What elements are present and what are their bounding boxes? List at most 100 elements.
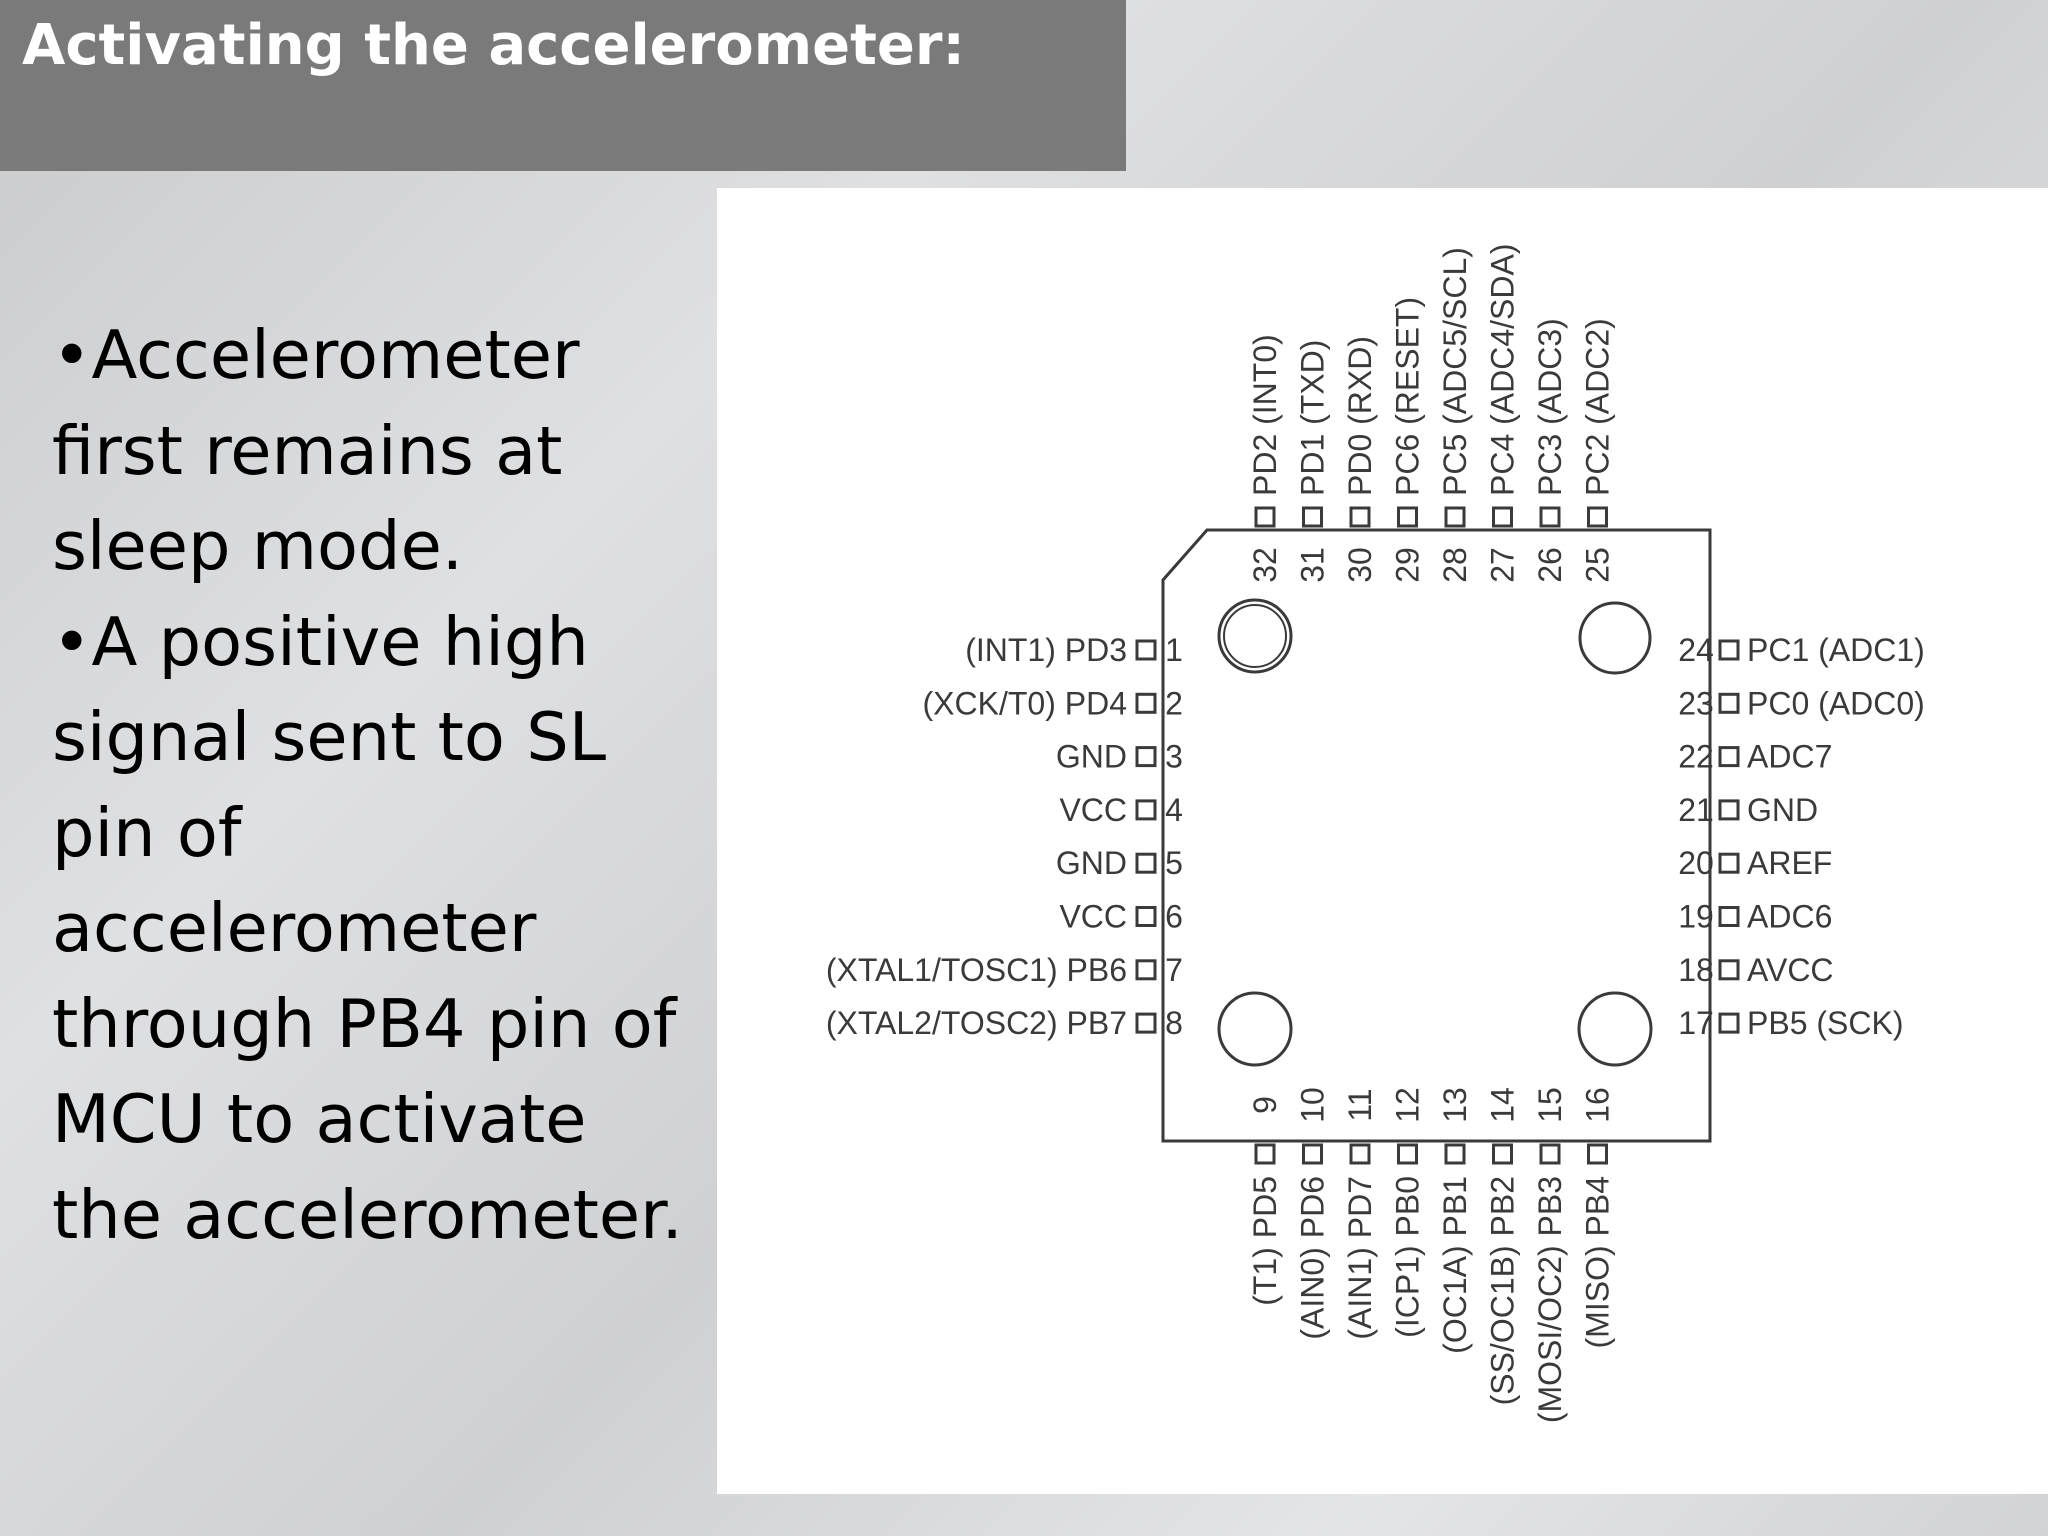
pin-number-3: 3 <box>1165 739 1183 775</box>
pin-pad-bottom-14 <box>1492 1143 1513 1165</box>
pin-pad-left-6 <box>1135 906 1157 927</box>
slide-title: Activating the accelerometer: <box>22 13 965 78</box>
pin-number-23: 23 <box>1678 685 1714 721</box>
pin-pad-left-8 <box>1135 1012 1157 1034</box>
pin-pad-left-2 <box>1135 692 1157 714</box>
chip-body <box>1161 528 1712 1143</box>
pin-number-22: 22 <box>1678 739 1714 775</box>
pin1-marker-inner-circle <box>1223 604 1287 668</box>
pin-number-9: 9 <box>1247 1096 1283 1114</box>
pin-number-21: 21 <box>1678 792 1714 828</box>
pin-label-8: (XTAL2/TOSC2) PB7 <box>826 1005 1127 1041</box>
pin-number-17: 17 <box>1678 1005 1714 1041</box>
pin-label-26: PC3 (ADC3) <box>1532 318 1568 496</box>
pin-number-7: 7 <box>1165 952 1183 988</box>
pin-number-26: 26 <box>1532 547 1568 583</box>
pin-number-31: 31 <box>1295 547 1331 583</box>
pin-pad-bottom-11 <box>1349 1143 1371 1165</box>
pin-label-11: (AIN1) PD7 <box>1342 1176 1378 1340</box>
pin-pad-top-31 <box>1302 506 1323 528</box>
pin-pad-right-22 <box>1718 746 1740 768</box>
pin-number-30: 30 <box>1342 547 1378 583</box>
pin-label-3: GND <box>1056 739 1127 775</box>
pin-number-28: 28 <box>1437 547 1473 583</box>
pin-pad-right-18 <box>1718 959 1740 981</box>
pin-label-22: ADC7 <box>1747 739 1832 775</box>
pin-label-7: (XTAL1/TOSC1) PB6 <box>826 952 1127 988</box>
pin-pad-bottom-16 <box>1587 1143 1608 1165</box>
pin-number-25: 25 <box>1580 547 1616 583</box>
pin-label-27: PC4 (ADC4/SDA) <box>1485 244 1521 497</box>
pin-label-15: (MOSI/OC2) PB3 <box>1532 1176 1568 1423</box>
pin-pad-left-4 <box>1135 799 1157 821</box>
pin-label-14: (SS/OC1B) PB2 <box>1485 1176 1521 1405</box>
pin-pad-right-21 <box>1718 799 1740 821</box>
pin-pad-top-32 <box>1254 506 1276 528</box>
pin-label-4: VCC <box>1059 792 1127 828</box>
pin-label-21: GND <box>1747 792 1818 828</box>
pin-label-32: PD2 (INT0) <box>1247 334 1283 496</box>
pin-label-19: ADC6 <box>1747 899 1832 935</box>
title-bar: Activating the accelerometer: <box>0 0 1126 171</box>
bullet-list: •Accelerometer first remains at sleep mo… <box>52 308 692 1263</box>
pin-number-12: 12 <box>1390 1087 1426 1123</box>
pin-number-18: 18 <box>1678 952 1714 988</box>
pin-number-11: 11 <box>1342 1088 1378 1121</box>
pin-number-24: 24 <box>1678 632 1714 668</box>
pin-label-23: PC0 (ADC0) <box>1747 685 1925 721</box>
pin-label-16: (MISO) PB4 <box>1580 1176 1616 1348</box>
pin-label-6: VCC <box>1059 899 1127 935</box>
pin-label-10: (AIN0) PD6 <box>1295 1176 1331 1340</box>
bullet-item-sleep-mode: •Accelerometer first remains at sleep mo… <box>52 316 580 585</box>
pin-pad-left-1 <box>1135 639 1157 661</box>
pin-number-13: 13 <box>1437 1087 1473 1123</box>
pin-pad-top-28 <box>1444 506 1466 528</box>
pin-pad-top-25 <box>1587 506 1608 528</box>
pin-number-1: 1 <box>1165 632 1183 668</box>
pin-label-9: (T1) PD5 <box>1247 1176 1283 1306</box>
pin-pad-right-20 <box>1718 852 1740 874</box>
pin-number-5: 5 <box>1165 845 1183 881</box>
pin-label-20: AREF <box>1747 845 1832 881</box>
pin-number-29: 29 <box>1390 547 1426 583</box>
mount-circle-top-right <box>1578 601 1652 675</box>
pin-pad-top-27 <box>1492 506 1513 528</box>
pin-pad-left-5 <box>1135 852 1157 874</box>
pin-label-31: PD1 (TXD) <box>1295 340 1331 496</box>
pin-label-24: PC1 (ADC1) <box>1747 632 1925 668</box>
pin-label-29: PC6 (RESET) <box>1390 297 1426 496</box>
pin-label-1: (INT1) PD3 <box>965 632 1127 668</box>
pin-number-14: 14 <box>1485 1087 1521 1123</box>
pin-number-20: 20 <box>1678 845 1714 881</box>
mount-circle-bottom-left <box>1217 991 1293 1067</box>
pin-number-32: 32 <box>1247 547 1283 583</box>
bullet-item-activation: •A positive high signal sent to SL pin o… <box>52 602 683 1254</box>
pin-pad-top-29 <box>1397 506 1418 528</box>
pin-label-25: PC2 (ADC2) <box>1580 318 1616 496</box>
pin-pad-right-19 <box>1718 906 1740 927</box>
pin-pad-bottom-9 <box>1254 1143 1276 1165</box>
pin-number-4: 4 <box>1165 792 1183 828</box>
pin-number-10: 10 <box>1295 1087 1331 1123</box>
pin-pad-left-3 <box>1135 746 1157 768</box>
pin-label-18: AVCC <box>1747 952 1834 988</box>
pin-label-30: PD0 (RXD) <box>1342 336 1378 496</box>
pin-pad-bottom-13 <box>1444 1143 1466 1165</box>
pin-pad-left-7 <box>1135 959 1157 981</box>
pin-label-12: (ICP1) PB0 <box>1390 1176 1426 1338</box>
pin-number-15: 15 <box>1532 1087 1568 1123</box>
pin-label-13: (OC1A) PB1 <box>1437 1176 1473 1354</box>
pin-pad-bottom-10 <box>1302 1143 1323 1165</box>
pin-pad-right-23 <box>1718 692 1740 714</box>
pin-number-8: 8 <box>1165 1005 1183 1041</box>
pin-label-5: GND <box>1056 845 1127 881</box>
pin-label-17: PB5 (SCK) <box>1747 1005 1903 1041</box>
pin1-marker-circle <box>1217 598 1293 674</box>
pin-pad-top-26 <box>1539 506 1561 528</box>
pin-label-28: PC5 (ADC5/SCL) <box>1437 247 1473 496</box>
pin-pad-right-24 <box>1718 639 1740 661</box>
mount-circle-bottom-right <box>1577 991 1653 1067</box>
